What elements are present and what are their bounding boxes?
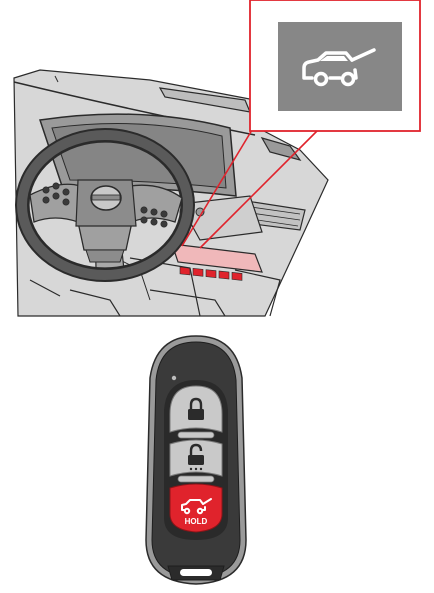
unlock-button[interactable]	[169, 439, 223, 483]
trunk-open-car-icon	[302, 48, 376, 87]
lock-button[interactable]	[169, 385, 223, 439]
switch-row	[179, 266, 243, 281]
trunk-hold-button[interactable]: HOLD	[169, 483, 223, 533]
callout-box	[249, 0, 421, 132]
key-fob: HOLD	[145, 335, 247, 585]
trunk-icon	[181, 498, 212, 515]
lock-icon	[188, 397, 204, 420]
unlock-icon	[188, 443, 204, 471]
hold-label: HOLD	[185, 517, 208, 526]
switch-row-highlight	[171, 243, 263, 273]
steering-wheel	[15, 128, 195, 282]
trunk-switch-panel	[278, 22, 402, 111]
